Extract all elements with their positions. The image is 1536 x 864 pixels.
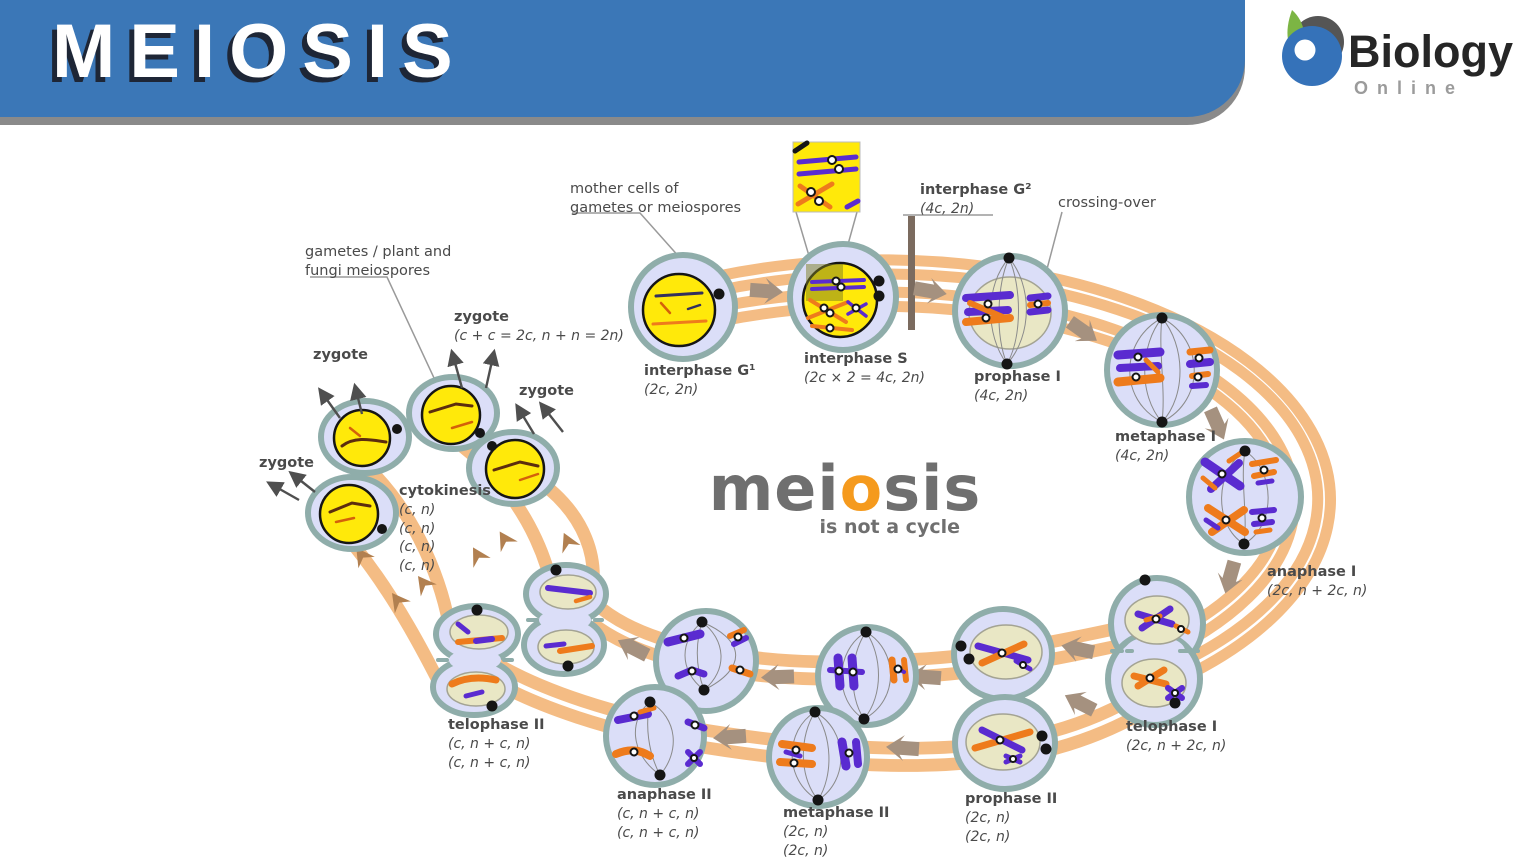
centrosome-dot xyxy=(377,524,387,534)
meiosis-orange-o: o xyxy=(839,452,884,525)
label-mother-cells-line1: mother cells of xyxy=(570,181,679,197)
centrosome-dots xyxy=(955,640,975,665)
cell-prophase-2-lower xyxy=(952,694,1058,792)
chromosomes xyxy=(1113,346,1214,389)
centrosome-dots xyxy=(696,616,710,696)
label-metaphase-1: metaphase I (4c, 2n) xyxy=(1115,429,1217,465)
centrosome-dot xyxy=(713,288,725,300)
centrosome-dots xyxy=(1238,445,1251,550)
label-mother-cells-line2: gametes or meiospores xyxy=(570,200,742,217)
label-mother-cells: mother cells of gametes or meiospores xyxy=(570,180,741,218)
interphase-g2-bar xyxy=(908,216,915,330)
cleavage-junction xyxy=(449,649,501,671)
chromosomes xyxy=(651,291,708,326)
label-telophase-2: telophase II (c, n + c, n) (c, n + c, n) xyxy=(448,717,545,771)
chromosomes xyxy=(543,585,595,654)
cell-metaphase-2-upper xyxy=(815,624,919,728)
chromosomes xyxy=(1130,605,1191,701)
centrosome-dot xyxy=(392,424,402,434)
cell-anaphase-1 xyxy=(1186,438,1304,556)
label-zygote-left: zygote xyxy=(313,347,368,363)
cleavage-junction xyxy=(1125,636,1185,666)
centrosome-dots xyxy=(1001,252,1015,370)
label-cytokinesis: cytokinesis (c, n) (c, n) (c, n) (c, n) xyxy=(399,483,491,574)
centrosome-dot xyxy=(487,441,497,451)
cell-interphase-g1 xyxy=(628,252,738,362)
page-title: MEIOSIS xyxy=(52,9,467,94)
logo-white-hole xyxy=(1294,39,1316,61)
meiosis-wordmark: meiosis is not a cycle xyxy=(700,452,990,539)
label-zygote-right: zygote xyxy=(519,383,574,399)
meiosis-subtitle: is not a cycle xyxy=(819,516,960,538)
label-telophase-1: telophase I (2c, n + 2c, n) xyxy=(1126,719,1227,755)
brand-name: Biology xyxy=(1348,26,1513,77)
chromosomes xyxy=(492,460,540,482)
centrosome-dots xyxy=(550,564,574,672)
label-interphase-s: interphase S (2c × 2 = 4c, 2n) xyxy=(804,351,925,387)
cell-gamete-top xyxy=(406,374,500,452)
spindle xyxy=(1129,317,1195,423)
chromosomes xyxy=(962,291,1052,326)
meiosis-word: meiosis xyxy=(708,452,982,525)
header-bar xyxy=(0,0,1245,117)
biology-online-logo: Biology Online xyxy=(1278,8,1528,113)
chromosomes xyxy=(827,653,909,691)
label-prophase-1: prophase I (4c, 2n) xyxy=(974,369,1061,405)
cleavage-junction xyxy=(539,609,591,631)
cell-telophase-2-left xyxy=(430,603,521,718)
chromosomes xyxy=(971,726,1034,765)
cell-gamete-bottom-left xyxy=(305,474,399,552)
zygote-arrows xyxy=(266,348,564,502)
chromosomes xyxy=(806,276,868,333)
chromosomes xyxy=(1200,450,1279,536)
centrosome-dots xyxy=(644,696,666,781)
cell-prophase-2-upper xyxy=(951,606,1055,702)
cell-metaphase-2-lower xyxy=(766,705,870,809)
brand-subname: Online xyxy=(1354,78,1465,98)
chromosomes xyxy=(974,640,1033,672)
spindle xyxy=(684,621,737,691)
label-prophase-2: prophase II (2c, n) (2c, n) xyxy=(965,791,1058,845)
centrosome-dots xyxy=(873,275,885,302)
centrosome-dots xyxy=(809,706,824,806)
cell-interphase-s xyxy=(787,241,899,353)
centrosome-dots xyxy=(1036,730,1052,755)
cell-gamete-right xyxy=(466,429,560,507)
centrosome-dots xyxy=(471,604,498,712)
label-metaphase-2: metaphase II (2c, n) (2c, n) xyxy=(783,805,890,859)
label-gametes-note: gametes / plant and fungi meiospores xyxy=(305,244,452,280)
chromosomes xyxy=(612,705,708,767)
logo-mark-icon xyxy=(1282,10,1344,86)
chromosomes xyxy=(663,627,754,680)
cell-telophase-1 xyxy=(1105,574,1206,728)
label-anaphase-2: anaphase II (c, n + c, n) (c, n + c, n) xyxy=(617,787,712,841)
cell-anaphase-2-lower xyxy=(603,684,708,788)
label-interphase-g2: interphase G² (4c, 2n) xyxy=(920,182,1032,218)
cell-metaphase-1 xyxy=(1104,312,1220,428)
label-anaphase-1: anaphase I (2c, n + 2c, n) xyxy=(1267,564,1368,600)
label-crossing-over: crossing-over xyxy=(1058,195,1156,211)
chromosomes xyxy=(328,501,372,524)
centrosome-dots xyxy=(858,626,872,725)
cell-prophase-1 xyxy=(952,252,1068,370)
centrosome-dot xyxy=(475,428,485,438)
chromatid-inset-box xyxy=(792,140,861,213)
centrosome-dots xyxy=(1156,312,1168,428)
cell-anaphase-2-upper xyxy=(653,608,759,714)
cell-telophase-2-right xyxy=(521,562,609,677)
centrosome-dots xyxy=(1139,574,1181,709)
chromosomes xyxy=(448,621,505,699)
label-zygote-main: zygote (c + c = 2c, n + n = 2n) xyxy=(454,309,624,345)
chromosomes xyxy=(340,426,388,448)
label-zygote-bottom: zygote xyxy=(259,455,314,471)
chromosomes xyxy=(428,402,474,430)
label-interphase-g1: interphase G¹ (2c, 2n) xyxy=(644,363,756,399)
chromosomes xyxy=(776,737,862,771)
